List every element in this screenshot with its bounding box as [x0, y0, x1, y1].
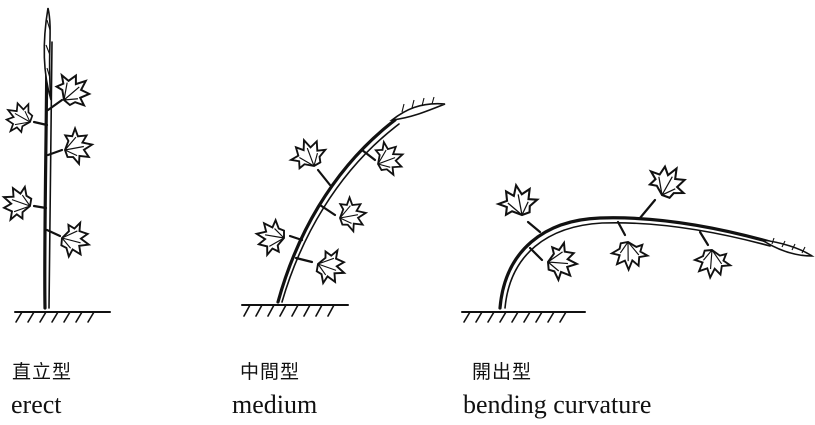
erect-leaf-2 — [0, 97, 49, 138]
erect-leaf-1 — [46, 65, 98, 114]
label-en-erect: erect — [11, 390, 62, 419]
bending-plant-illustration — [461, 159, 815, 323]
erect-leaf-4 — [0, 182, 48, 224]
medium-leaf-3 — [318, 193, 372, 235]
erect-leaf-5 — [45, 220, 92, 260]
bending-panicle — [761, 239, 815, 257]
bending-leaf-4 — [609, 220, 651, 273]
medium-leaf-5 — [294, 246, 349, 288]
bending-leaf-5 — [693, 230, 733, 280]
label-en-medium: medium — [232, 390, 318, 419]
erect-leaf-3 — [46, 123, 98, 168]
medium-leaf-2 — [360, 136, 410, 180]
medium-leaf-4 — [255, 219, 304, 256]
label-jp-bending: 開出型 — [472, 361, 533, 383]
label-jp-erect: 直立型 — [12, 361, 73, 383]
bending-leaf-1 — [493, 179, 542, 234]
bending-leaf-3 — [638, 159, 692, 220]
erect-plant-illustration — [0, 7, 111, 323]
label-jp-medium: 中間型 — [240, 361, 301, 383]
bending-leaf-2 — [528, 240, 580, 282]
medium-leaf-1 — [284, 132, 332, 187]
medium-panicle — [389, 102, 446, 122]
label-en-bending: bending curvature — [463, 390, 652, 419]
medium-plant-illustration — [241, 96, 446, 317]
